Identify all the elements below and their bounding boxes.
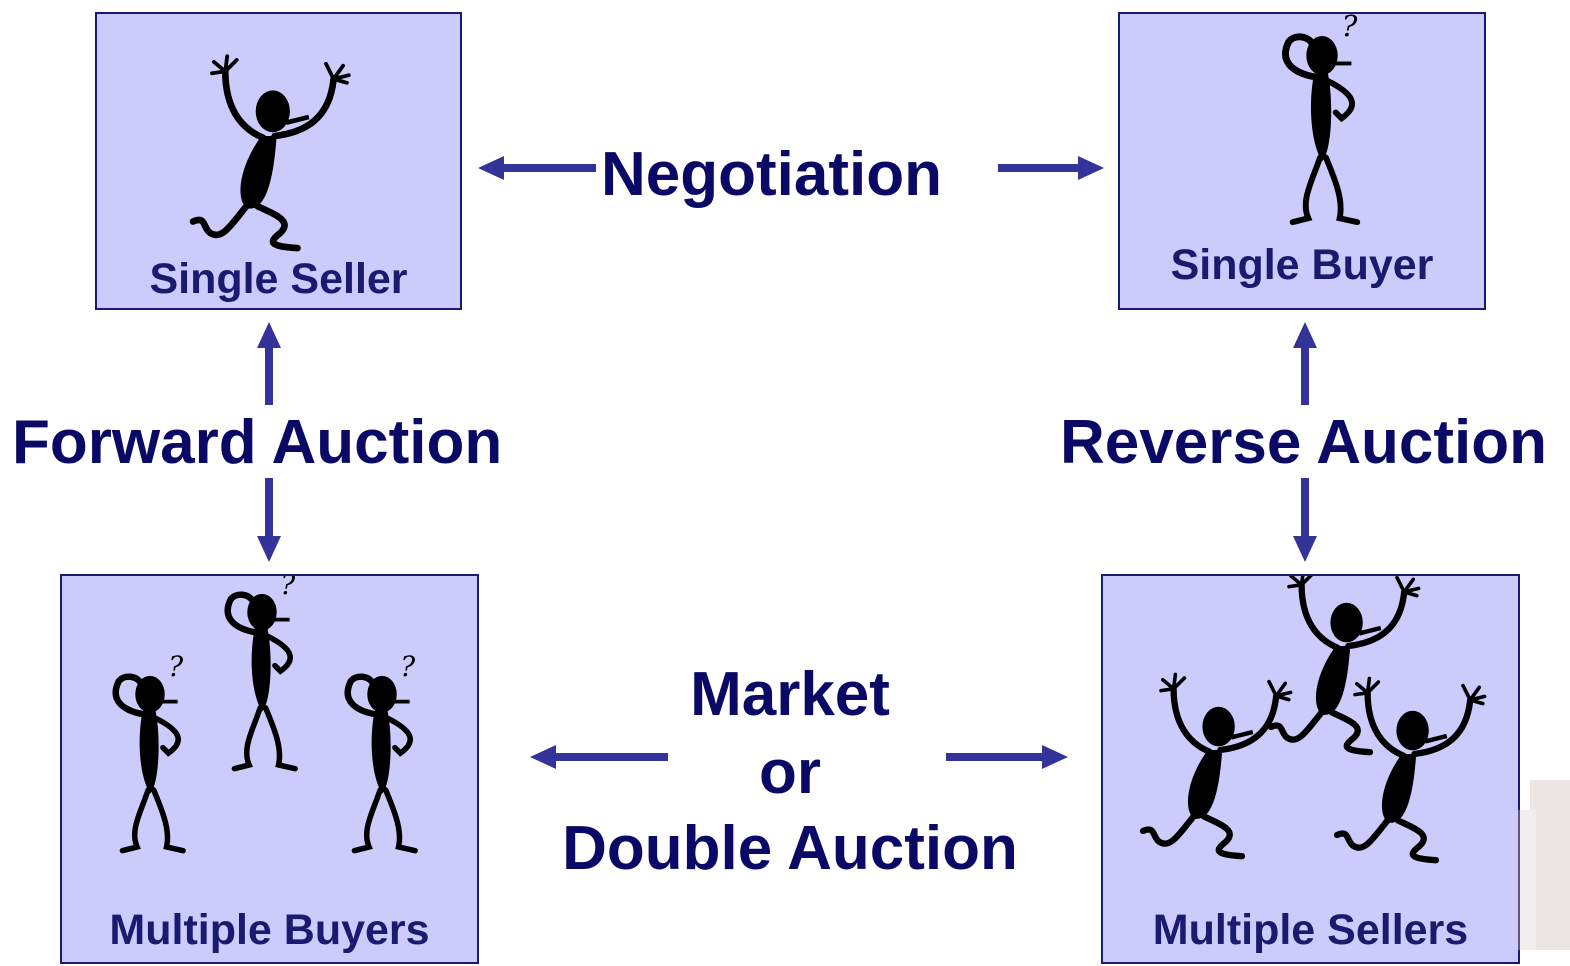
single-seller-label: Single Seller bbox=[149, 255, 408, 303]
multiple-buyers-label: Multiple Buyers bbox=[109, 906, 430, 954]
double-auction-label-line3: Double Auction bbox=[562, 814, 1018, 883]
multiple-sellers-label: Multiple Sellers bbox=[1152, 906, 1469, 954]
double-auction-label-line1: Market bbox=[690, 660, 890, 729]
background-watermark bbox=[1516, 780, 1570, 950]
single-seller-box: Single Seller bbox=[95, 12, 462, 310]
double-auction-label-line2: or bbox=[759, 738, 821, 807]
single-buyer-box: Single Buyer bbox=[1118, 12, 1486, 310]
multiple-buyers-box: Multiple Buyers bbox=[60, 574, 479, 964]
multiple-sellers-box: Multiple Sellers bbox=[1101, 574, 1520, 964]
negotiation-label: Negotiation bbox=[601, 140, 942, 209]
forward-auction-label: Forward Auction bbox=[12, 408, 503, 477]
reverse-auction-label: Reverse Auction bbox=[1060, 408, 1547, 477]
single-buyer-label: Single Buyer bbox=[1170, 241, 1434, 289]
